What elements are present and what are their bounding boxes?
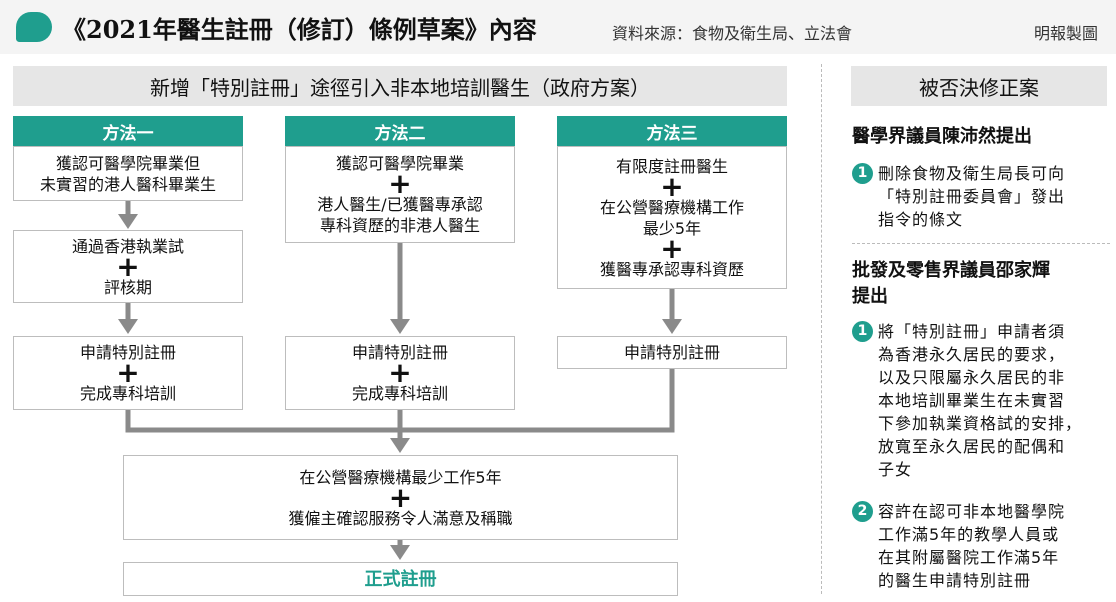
item-line: 指令的條文: [878, 210, 964, 229]
left-banner: 新增「特別註冊」途徑引入非本地培訓醫生（政府方案）: [13, 66, 787, 106]
section-separator: [852, 243, 1110, 244]
method-1-eligibility: 獲認可醫學院畢業但 未實習的港人醫科畢業生: [13, 146, 243, 201]
method-3-header: 方法三: [557, 116, 787, 146]
method-2-header: 方法二: [285, 116, 515, 146]
item-line: 以及只限屬永久居民的非: [878, 368, 1066, 387]
plus-icon: +: [660, 169, 684, 203]
box-line: 通過香港執業試: [71, 236, 184, 256]
page-title: 《2021年醫生註冊（修訂）條例草案》內容: [62, 15, 537, 44]
legislator-name: 陳沛然: [942, 126, 996, 147]
amendment-2-heading: 批發及零售界議員邵家輝提出: [852, 258, 1110, 310]
item-line: 放寬至永久居民的配偶和: [878, 437, 1066, 456]
box-line: 申請特別註冊: [623, 343, 720, 362]
heading-pre: 醫學界議員: [852, 126, 942, 147]
arrowhead-common: [390, 438, 410, 453]
plus-icon: +: [388, 480, 413, 514]
number-badge-icon: 1: [852, 163, 873, 184]
heading-post: 提出: [996, 126, 1032, 147]
item-line: 本地培訓畢業生在未實習: [878, 391, 1066, 410]
method-3-apply: 申請特別註冊: [557, 336, 787, 369]
source-note: 資料來源：食物及衛生局、立法會: [612, 24, 853, 43]
common-requirement: 在公營醫療機構最少工作5年 + 獲僱主確認服務令人滿意及稱職: [123, 455, 678, 540]
plus-icon: +: [388, 167, 412, 200]
amendment-1-item-1: 1 刪除食物及衛生局長可向 「特別註冊委員會」發出 指令的條文: [852, 162, 1114, 231]
box-line: 獲認可醫學院畢業: [335, 154, 464, 173]
speech-bubble-icon: [16, 12, 52, 42]
arrowhead-m3: [662, 319, 682, 334]
method-1-header: 方法一: [13, 116, 243, 146]
column-divider: [821, 64, 822, 594]
box-line: 未實習的港人醫科畢業生: [39, 174, 216, 194]
box-line: 申請特別註冊: [79, 343, 176, 362]
heading-post: 提出: [852, 286, 888, 307]
method-2-apply: 申請特別註冊 + 完成專科培訓: [285, 336, 515, 410]
box-line: 港人醫生/已獲醫專承認: [317, 195, 483, 214]
credit-note: 明報製圖: [1033, 24, 1098, 43]
box-line: 獲醫專承認專科資歷: [599, 259, 744, 279]
box-line: 專科資歷的非港人醫生: [319, 216, 480, 235]
box-line: 評核期: [103, 277, 152, 297]
number-badge-icon: 1: [852, 321, 873, 342]
item-line: 將「特別註冊」申請者須: [878, 322, 1066, 341]
item-line: 容許在認可非本地醫學院: [878, 502, 1066, 521]
number-badge-icon: 2: [852, 501, 873, 522]
item-line: 工作滿5年的教學人員或: [878, 525, 1060, 544]
plus-icon: +: [660, 231, 684, 265]
amendment-2-item-2: 2 容許在認可非本地醫學院 工作滿5年的教學人員或 在其附屬醫院工作滿5年 的醫…: [852, 500, 1114, 592]
box-line: 獲僱主確認服務令人滿意及稱職: [288, 508, 513, 528]
item-line: 「特別註冊委員會」發出: [878, 187, 1066, 206]
box-line: 最少5年: [642, 218, 702, 238]
method-3-eligibility: 有限度註冊醫生 + 在公營醫療機構工作 最少5年 + 獲醫專承認專科資歷: [557, 146, 787, 289]
arrowhead-final: [390, 545, 410, 560]
box-line: 在公營醫療機構工作: [599, 197, 744, 217]
box-line: 有限度註冊醫生: [615, 156, 728, 176]
final-label: 正式註冊: [364, 568, 437, 590]
item-line: 在其附屬醫院工作滿5年: [878, 548, 1060, 567]
plus-icon: +: [116, 249, 140, 283]
item-line: 子女: [878, 460, 913, 479]
header-bar: [0, 0, 1116, 54]
box-line: 完成專科培訓: [351, 384, 448, 403]
box-line: 獲認可醫學院畢業但: [55, 153, 200, 173]
plus-icon: +: [116, 356, 140, 389]
method-1-apply: 申請特別註冊 + 完成專科培訓: [13, 336, 243, 410]
arrowhead-m1-b: [118, 319, 138, 334]
amendment-2-item-1: 1 將「特別註冊」申請者須 為香港永久居民的要求， 以及只限屬永久居民的非 本地…: [852, 320, 1114, 481]
item-line: 為香港永久居民的要求，: [878, 345, 1066, 364]
item-line: 的醫生申請特別註冊: [878, 571, 1032, 590]
box-line: 申請特別註冊: [351, 343, 448, 362]
box-line: 在公營醫療機構最少工作5年: [299, 467, 502, 487]
method-2-eligibility: 獲認可醫學院畢業 + 港人醫生/已獲醫專承認 專科資歷的非港人醫生: [285, 146, 515, 243]
amendment-1-heading: 醫學界議員陳沛然提出: [852, 124, 1112, 150]
heading-pre: 批發及零售界議員: [852, 260, 996, 281]
box-line: 完成專科培訓: [79, 384, 176, 403]
item-line: 刪除食物及衛生局長可向: [878, 164, 1066, 183]
right-banner: 被否決修正案: [851, 66, 1107, 106]
plus-icon: +: [388, 356, 412, 389]
method-1-exam: 通過香港執業試 + 評核期: [13, 230, 243, 303]
final-registration: 正式註冊: [123, 562, 678, 596]
item-line: 下參加執業資格試的安排，: [878, 414, 1083, 433]
arrowhead-m2: [390, 319, 410, 334]
arrowhead-m1-a: [118, 214, 138, 229]
legislator-name: 邵家輝: [996, 260, 1050, 281]
